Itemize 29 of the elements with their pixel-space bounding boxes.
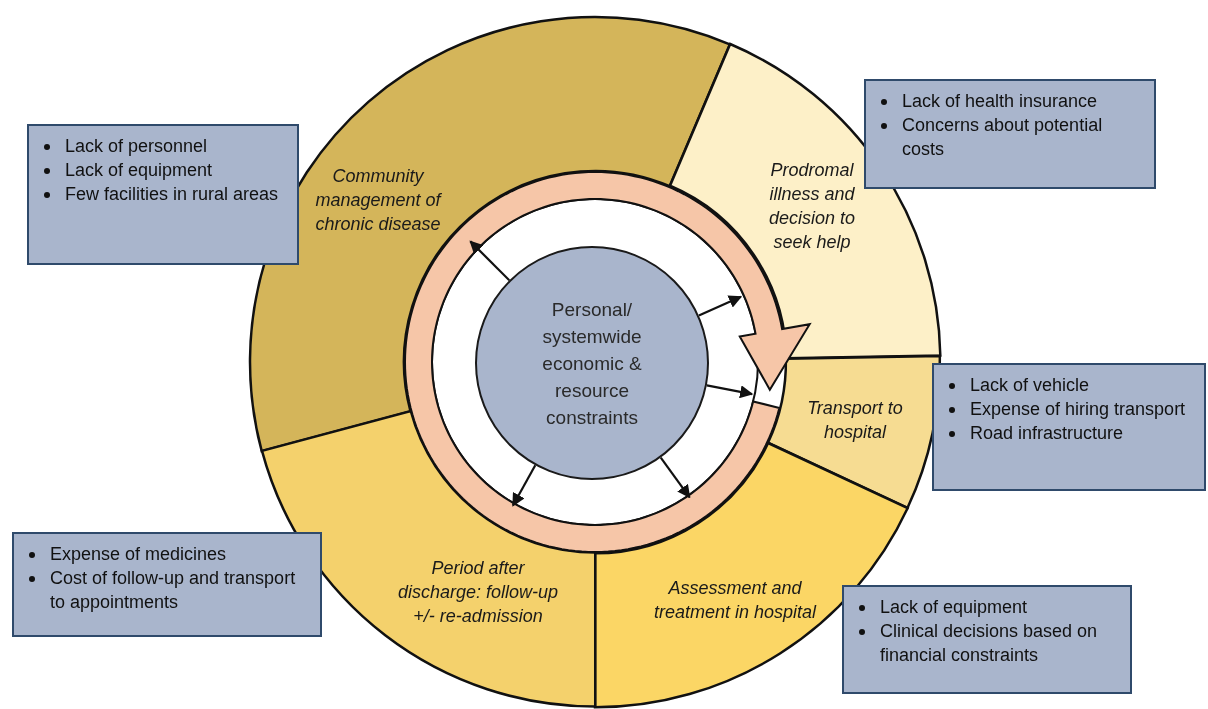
bullet-item: Road infrastructure — [970, 423, 1124, 443]
bullet-item: Lack of personnel — [65, 136, 208, 156]
stage-label: Assessment and treatment in hospital — [652, 577, 818, 624]
bullet-item: Lack of health insurance — [902, 91, 1098, 111]
bullet-item: Expense of medicines — [50, 544, 227, 564]
arrow — [698, 295, 743, 317]
stage-label: Period after discharge: follow-up +/- re-admission — [396, 557, 560, 628]
bullet-item: Expense of hiring transport — [970, 399, 1186, 419]
stage-label: Prodromal illness and decision to seek help — [767, 159, 856, 254]
arrow — [659, 457, 691, 499]
callout-box — [864, 79, 1156, 189]
arrow — [512, 464, 537, 507]
callout-box — [932, 363, 1206, 491]
bullet-item: Few facilities in rural areas — [65, 184, 279, 204]
callout-box — [842, 585, 1132, 694]
center-label: Personal/ systemwide economic & resource constraints — [541, 297, 643, 430]
callout-box — [27, 124, 299, 265]
stage-segment — [768, 355, 940, 508]
bullet-item: Lack of equipment — [65, 160, 213, 180]
bullet-item: Clinical decisions based on financial constraints — [880, 621, 1098, 665]
bullet-item: Lack of equipment — [880, 597, 1028, 617]
arrow — [469, 240, 511, 282]
stage-label: Community management of chronic disease — [314, 165, 443, 236]
callout-box — [12, 532, 322, 637]
bullet-item: Concerns about potential costs — [902, 115, 1103, 159]
stage-label: Transport to hospital — [806, 397, 904, 444]
bullet-item: Lack of vehicle — [970, 375, 1090, 395]
arrow — [706, 384, 754, 399]
bullet-item: Cost of follow-up and transport to appointments — [50, 568, 296, 612]
